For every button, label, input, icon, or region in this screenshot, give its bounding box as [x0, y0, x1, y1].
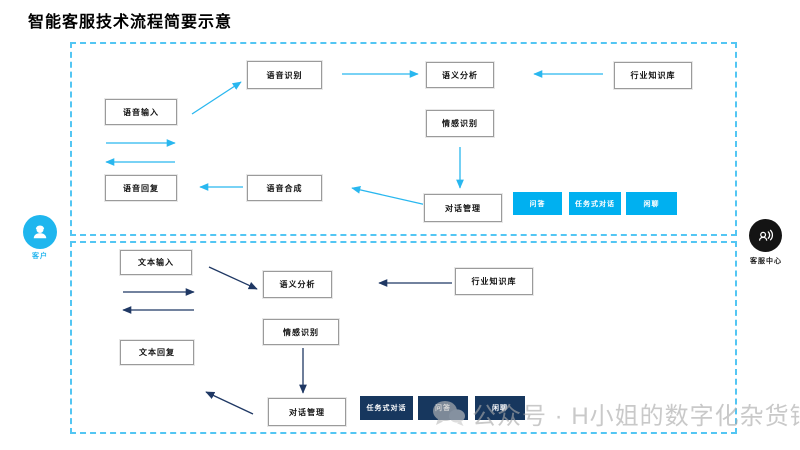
- node-semantic-analysis-2: 语义分析: [263, 271, 332, 298]
- node-industry-kb-2: 行业知识库: [455, 268, 533, 295]
- voice-flow-panel: [70, 42, 737, 236]
- node-emotion-recognition: 情感识别: [426, 110, 494, 137]
- customer-icon: [33, 225, 47, 239]
- node-speech-synthesis: 语音合成: [247, 175, 322, 201]
- node-speech-recognition: 语音识别: [247, 61, 322, 89]
- node-voice-reply: 语音回复: [105, 175, 177, 201]
- service-center-avatar: [749, 219, 782, 252]
- text-flow-panel: [70, 241, 737, 434]
- service-center-label: 客服中心: [750, 257, 782, 265]
- node-voice-input: 语音输入: [105, 99, 177, 125]
- watermark: 公众号 · H小姐的数字化杂货铺: [430, 396, 800, 431]
- mode-chip-task-dialog-2: 任务式对话: [360, 396, 413, 420]
- mode-chip-chitchat-2: 闲聊: [475, 396, 525, 420]
- customer-label: 客户: [32, 252, 48, 260]
- node-dialog-management: 对话管理: [424, 194, 502, 222]
- node-text-input: 文本输入: [120, 250, 192, 275]
- customer-avatar: [23, 215, 57, 249]
- node-emotion-recognition-2: 情感识别: [263, 319, 339, 345]
- node-text-reply: 文本回复: [120, 340, 194, 365]
- chat-bubbles-icon: [433, 400, 465, 426]
- service-center-icon: [758, 229, 773, 241]
- mode-chip-task-dialog: 任务式对话: [569, 192, 621, 215]
- node-semantic-analysis: 语义分析: [426, 62, 494, 88]
- mode-chip-qa: 问答: [513, 192, 562, 215]
- node-dialog-management-2: 对话管理: [268, 398, 346, 426]
- mode-chip-chitchat: 闲聊: [626, 192, 677, 215]
- watermark-text: 公众号 · H小姐的数字化杂货铺: [472, 403, 800, 430]
- node-industry-kb: 行业知识库: [614, 62, 692, 89]
- page-title: 智能客服技术流程简要示意: [28, 14, 233, 31]
